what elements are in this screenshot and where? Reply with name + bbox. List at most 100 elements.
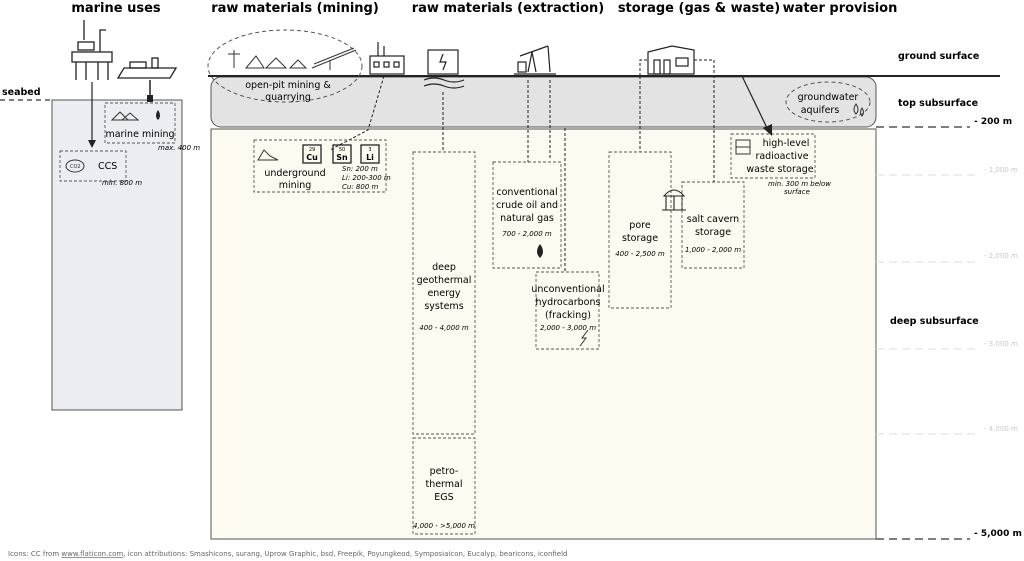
crude-label-2: crude oil and [496,200,558,211]
storage-building-icon [647,45,695,75]
salt-label-1: salt cavern [687,214,739,225]
header-raw-materials-mining: raw materials (mining) [211,1,379,16]
underground-mining-box [253,139,387,193]
waste-label-3: waste storage [746,164,813,175]
frack-label-2: hydrocarbons [536,297,601,308]
pore-depth: 400 - 2,500 m [615,250,665,258]
ccs-label: CCS [98,161,117,172]
pumpjack-icon [514,45,556,75]
deep-geo-label-1: deep [432,262,456,273]
deep-geo-label-2: geothermal [417,275,472,286]
fracking-box [535,271,600,350]
petro-label-1: petro- [430,466,459,477]
groundwater-label-2: aquifers [801,105,840,116]
petro-depth: 4,000 - >5,000 m [413,522,475,530]
factory-icon [369,42,405,75]
depth-200: - 200 m [974,117,1012,127]
svg-text:CO2: CO2 [70,164,81,170]
header-raw-materials-extraction: raw materials (extraction) [412,1,604,16]
open-pit-icons [228,47,357,70]
ground-surface-label: ground surface [898,51,979,62]
depth-1000: - 1,000 m [984,166,1018,174]
groundwater-label-1: groundwater [798,92,859,103]
waste-depth-2: surface [784,188,810,196]
footer-suffix: , icon attributions: Smashicons, surang,… [123,550,567,558]
waste-barrel-icon [735,139,751,155]
element-num-li: 3 [368,147,371,153]
open-pit-ellipse [207,29,363,103]
rock-cart-icon [257,149,279,161]
crude-depth: 700 - 2,000 m [502,230,552,238]
oil-drop-icon [537,244,543,258]
element-tiles: 29 Cu 50 Sn 3 Li [302,144,380,164]
oil-platform-icon [71,20,113,80]
drill-head [147,95,153,102]
top-subsurface-label: top subsurface [898,98,978,109]
underground-connector [329,75,385,151]
water-drops-icon [853,103,864,117]
seabed-label: seabed [2,87,41,98]
salt-connector [694,59,715,182]
marine-mining-box [104,102,176,144]
waste-depth-1: min. 300 m below [768,180,831,188]
header-storage: storage (gas & waste) [618,1,780,16]
waste-storage-box [730,133,816,179]
frack-label-3: (fracking) [545,310,591,321]
waste-label-2: radioactive [755,151,808,162]
marine-mining-depth: max. 400 m [158,144,200,152]
underground-label-2: mining [279,180,312,191]
underground-depth-cu: Cu: 800 m [342,183,378,191]
crack-icon [579,329,589,347]
underground-depth-sn: Sn: 200 m [342,165,378,173]
pore-connector-top [639,59,648,76]
underground-depth-li: Li: 200-300 m [342,174,391,182]
marine-column [51,99,183,411]
frack-depth: 2,000 - 3,000 m [540,324,596,332]
petro-label-3: EGS [434,492,453,503]
ccs-depth: min. 800 m [102,179,142,187]
deep-geo-depth: 400 - 4,000 m [419,324,469,332]
petro-label-2: thermal [425,479,462,490]
groundwater-ellipse [785,81,871,123]
waste-label-1: high-level [763,138,810,149]
element-sn: Sn [336,153,348,162]
geothermal-plant-icon [423,49,465,89]
crude-label-3: natural gas [500,213,554,224]
element-cu: Cu [306,153,318,162]
underground-label-1: underground [264,168,325,179]
depth-3000: - 3,000 m [984,340,1018,348]
open-pit-label-1: open-pit mining & [245,80,331,91]
waste-arrow-head [763,124,772,136]
deep-geo-label-3: energy [427,288,460,299]
header-water-provision: water provision [783,1,898,16]
depth-5000: - 5,000 m [974,529,1022,539]
salt-depth: 1,000 - 2,000 m [685,246,741,254]
header-marine-uses: marine uses [71,1,161,16]
co2-tank-icon: CO2 [65,159,85,173]
element-num-cu: 29 [309,147,315,153]
pore-label-2: storage [622,233,658,244]
deep-subsurface-label: deep subsurface [890,316,979,327]
depth-2000: - 2,000 m [984,252,1018,260]
petrothermal-box [412,437,476,535]
ship-icon [116,57,178,79]
marine-mining-label: marine mining [105,129,174,140]
ccs-arrow-head [88,140,96,148]
oil-drop-icon [156,110,160,120]
element-num-sn: 50 [339,147,345,153]
salt-cavern-box [681,181,745,269]
element-li: Li [366,153,374,162]
crude-label-1: conventional [496,187,557,198]
frack-label-1: unconventional [531,284,604,295]
salt-label-2: storage [695,227,731,238]
ccs-box [59,150,127,182]
pore-storage-box [608,151,672,309]
footer-link[interactable]: www.flaticon.com [61,550,123,558]
waste-arrow-line [741,75,769,131]
depth-4000: - 4,000 m [984,425,1018,433]
footer-prefix: Icons: CC from [8,550,61,558]
footer-attribution: Icons: CC from www.flaticon.com, icon at… [8,550,567,558]
pore-label-1: pore [629,220,651,231]
deep-geo-label-4: systems [424,301,463,312]
